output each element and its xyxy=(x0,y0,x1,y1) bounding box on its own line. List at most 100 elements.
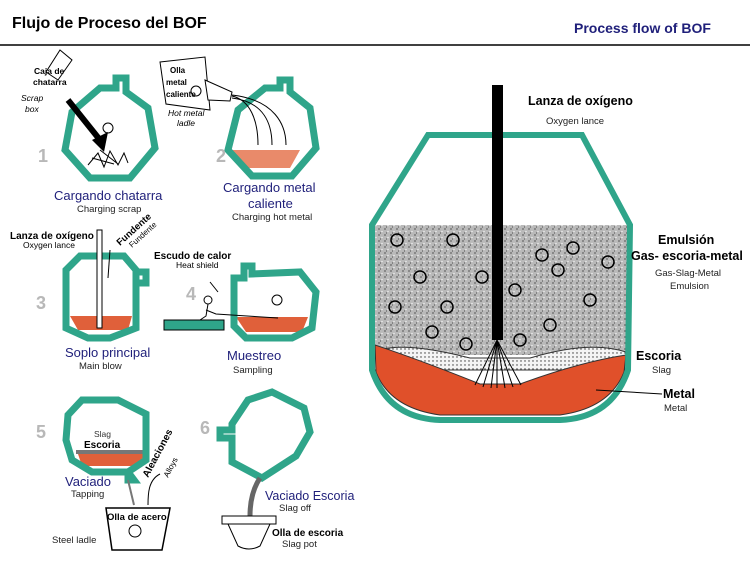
step-2-charging-hot-metal: Olla metal caliente Hot metal ladle 2 Ca… xyxy=(159,56,320,223)
scrap-box-icon xyxy=(45,49,73,81)
bubble-icon xyxy=(583,293,597,307)
step-number: 6 xyxy=(200,418,210,438)
person-icon xyxy=(203,295,213,305)
step-title-es: Soplo principal xyxy=(65,345,150,360)
bubble-icon xyxy=(543,318,557,332)
vessel-shape xyxy=(62,252,150,342)
bubble-icon xyxy=(508,283,522,297)
step-4-sampling: Escudo de calor Heat shield 4 Muestreo S… xyxy=(154,251,320,376)
sampling-rod xyxy=(199,281,279,321)
step-title-es: Vaciado xyxy=(65,474,111,489)
scrap-icon xyxy=(87,149,129,169)
arrow-icon xyxy=(65,98,103,142)
lance-label-en: Oxygen lance xyxy=(23,240,75,250)
arrow-head-icon xyxy=(92,132,108,152)
shield-label-es: Escudo de calor xyxy=(154,251,231,262)
bubble-icon xyxy=(388,300,402,314)
bubble-icon xyxy=(459,337,473,351)
step-title-en: Charging hot metal xyxy=(232,212,312,223)
step-number: 2 xyxy=(216,146,226,166)
bubble-icon xyxy=(513,333,527,347)
gas-bubbles xyxy=(388,233,615,351)
bubble-icon xyxy=(102,122,114,134)
step-number: 1 xyxy=(38,146,48,166)
emulsion-label-en-1: Gas-Slag-Metal xyxy=(655,268,721,279)
emulsion-label-es-1: Emulsión xyxy=(658,233,714,247)
vessel-shape xyxy=(216,388,314,483)
step-number: 3 xyxy=(36,293,46,313)
bubble-icon xyxy=(535,248,549,262)
slag-pot-icon xyxy=(227,523,271,550)
step-title-es: Muestreo xyxy=(227,348,281,363)
vessel-shape xyxy=(230,262,320,342)
slag-pot-rim xyxy=(221,515,277,525)
slag-label-es: Escoria xyxy=(84,440,121,451)
metal-pointer xyxy=(595,389,663,395)
step-6-slag-off: 6 Vaciado Escoria Slag off Olla de escor… xyxy=(200,388,354,550)
ladle-spout xyxy=(204,79,233,102)
ladle-label-2: metal xyxy=(166,78,187,87)
ladle-en-1: Hot metal xyxy=(168,108,205,118)
vessel-shape xyxy=(224,76,320,180)
ladle-label-1: Olla xyxy=(170,66,186,75)
main-bof-vessel: Lanza de oxígeno Oxygen lance Emulsión G… xyxy=(369,85,743,423)
alloy-arrow-icon xyxy=(147,473,161,506)
scrap-box-label-2: chatarra xyxy=(33,77,67,87)
slag-layer xyxy=(76,450,146,454)
bubble-icon xyxy=(425,325,439,339)
bubble-icon xyxy=(413,270,427,284)
bubble-icon xyxy=(446,233,460,247)
scrap-box-en-1: Scrap xyxy=(21,93,43,103)
bubble-icon xyxy=(551,263,565,277)
emulsion-label-es-2: Gas- escoria-metal xyxy=(631,249,743,263)
step-title-en: Tapping xyxy=(71,489,104,500)
tap-stream xyxy=(127,479,135,506)
bubble-icon xyxy=(128,524,142,538)
lance-label-en: Oxygen lance xyxy=(546,116,604,127)
step-title-es-1: Cargando metal xyxy=(223,180,316,195)
metal-fill xyxy=(236,317,308,332)
oxygen-lance-icon xyxy=(96,229,103,329)
vessel-shape xyxy=(61,74,159,182)
bubble-icon xyxy=(390,233,404,247)
bubble-icon xyxy=(190,85,202,97)
alloys-label-en: Alloys xyxy=(162,456,180,479)
shield-label-en: Heat shield xyxy=(176,260,219,270)
steel-ladle-icon xyxy=(105,507,171,551)
step-1-charging-scrap: Caja de chatarra Scrap box 1 Cargando ch… xyxy=(21,49,163,215)
oxygen-lance-icon xyxy=(492,85,503,340)
scrap-box-en-2: box xyxy=(25,104,39,114)
scrap-box-label-1: Caja de xyxy=(34,66,65,76)
lance-label-es: Lanza de oxígeno xyxy=(10,231,94,242)
slag-label-en: Slag xyxy=(652,365,671,376)
step-title-en: Charging scrap xyxy=(77,204,141,215)
bubble-icon xyxy=(601,255,615,269)
step-5-tapping: Slag Escoria Aleaciones Alloys Olla de a… xyxy=(36,396,180,551)
ladle-en-2: ladle xyxy=(177,118,195,128)
pour-stream-icon xyxy=(231,94,287,146)
step-title-en: Sampling xyxy=(233,365,273,376)
emulsion-label-en-2: Emulsion xyxy=(670,281,709,292)
vessel-shape xyxy=(369,132,634,423)
metal-label-es: Metal xyxy=(663,387,695,401)
metal-label-en: Metal xyxy=(664,403,687,414)
slag-label-es: Escoria xyxy=(636,349,682,363)
ladle-label-3: caliente xyxy=(166,90,196,99)
flux-arrow-icon xyxy=(107,249,111,279)
step-number: 5 xyxy=(36,422,46,442)
step-title-es: Vaciado Escoria xyxy=(265,489,354,503)
title-spanish: Flujo de Proceso del BOF xyxy=(12,15,207,32)
slag-pot-label-en: Slag pot xyxy=(282,539,317,550)
hot-metal-ladle-icon xyxy=(159,56,211,111)
ladle-label-en: Steel ladle xyxy=(52,535,96,546)
step-title-es: Cargando chatarra xyxy=(54,188,163,203)
bubble-icon xyxy=(475,270,489,284)
metal-fill xyxy=(78,454,146,466)
step-title-en: Main blow xyxy=(79,361,122,372)
step-title-es-2: caliente xyxy=(248,196,293,211)
platform xyxy=(163,319,225,331)
slag-stream xyxy=(247,476,263,517)
slag-pot-label-es: Olla de escoria xyxy=(272,528,344,539)
hot-metal-fill xyxy=(232,150,300,168)
